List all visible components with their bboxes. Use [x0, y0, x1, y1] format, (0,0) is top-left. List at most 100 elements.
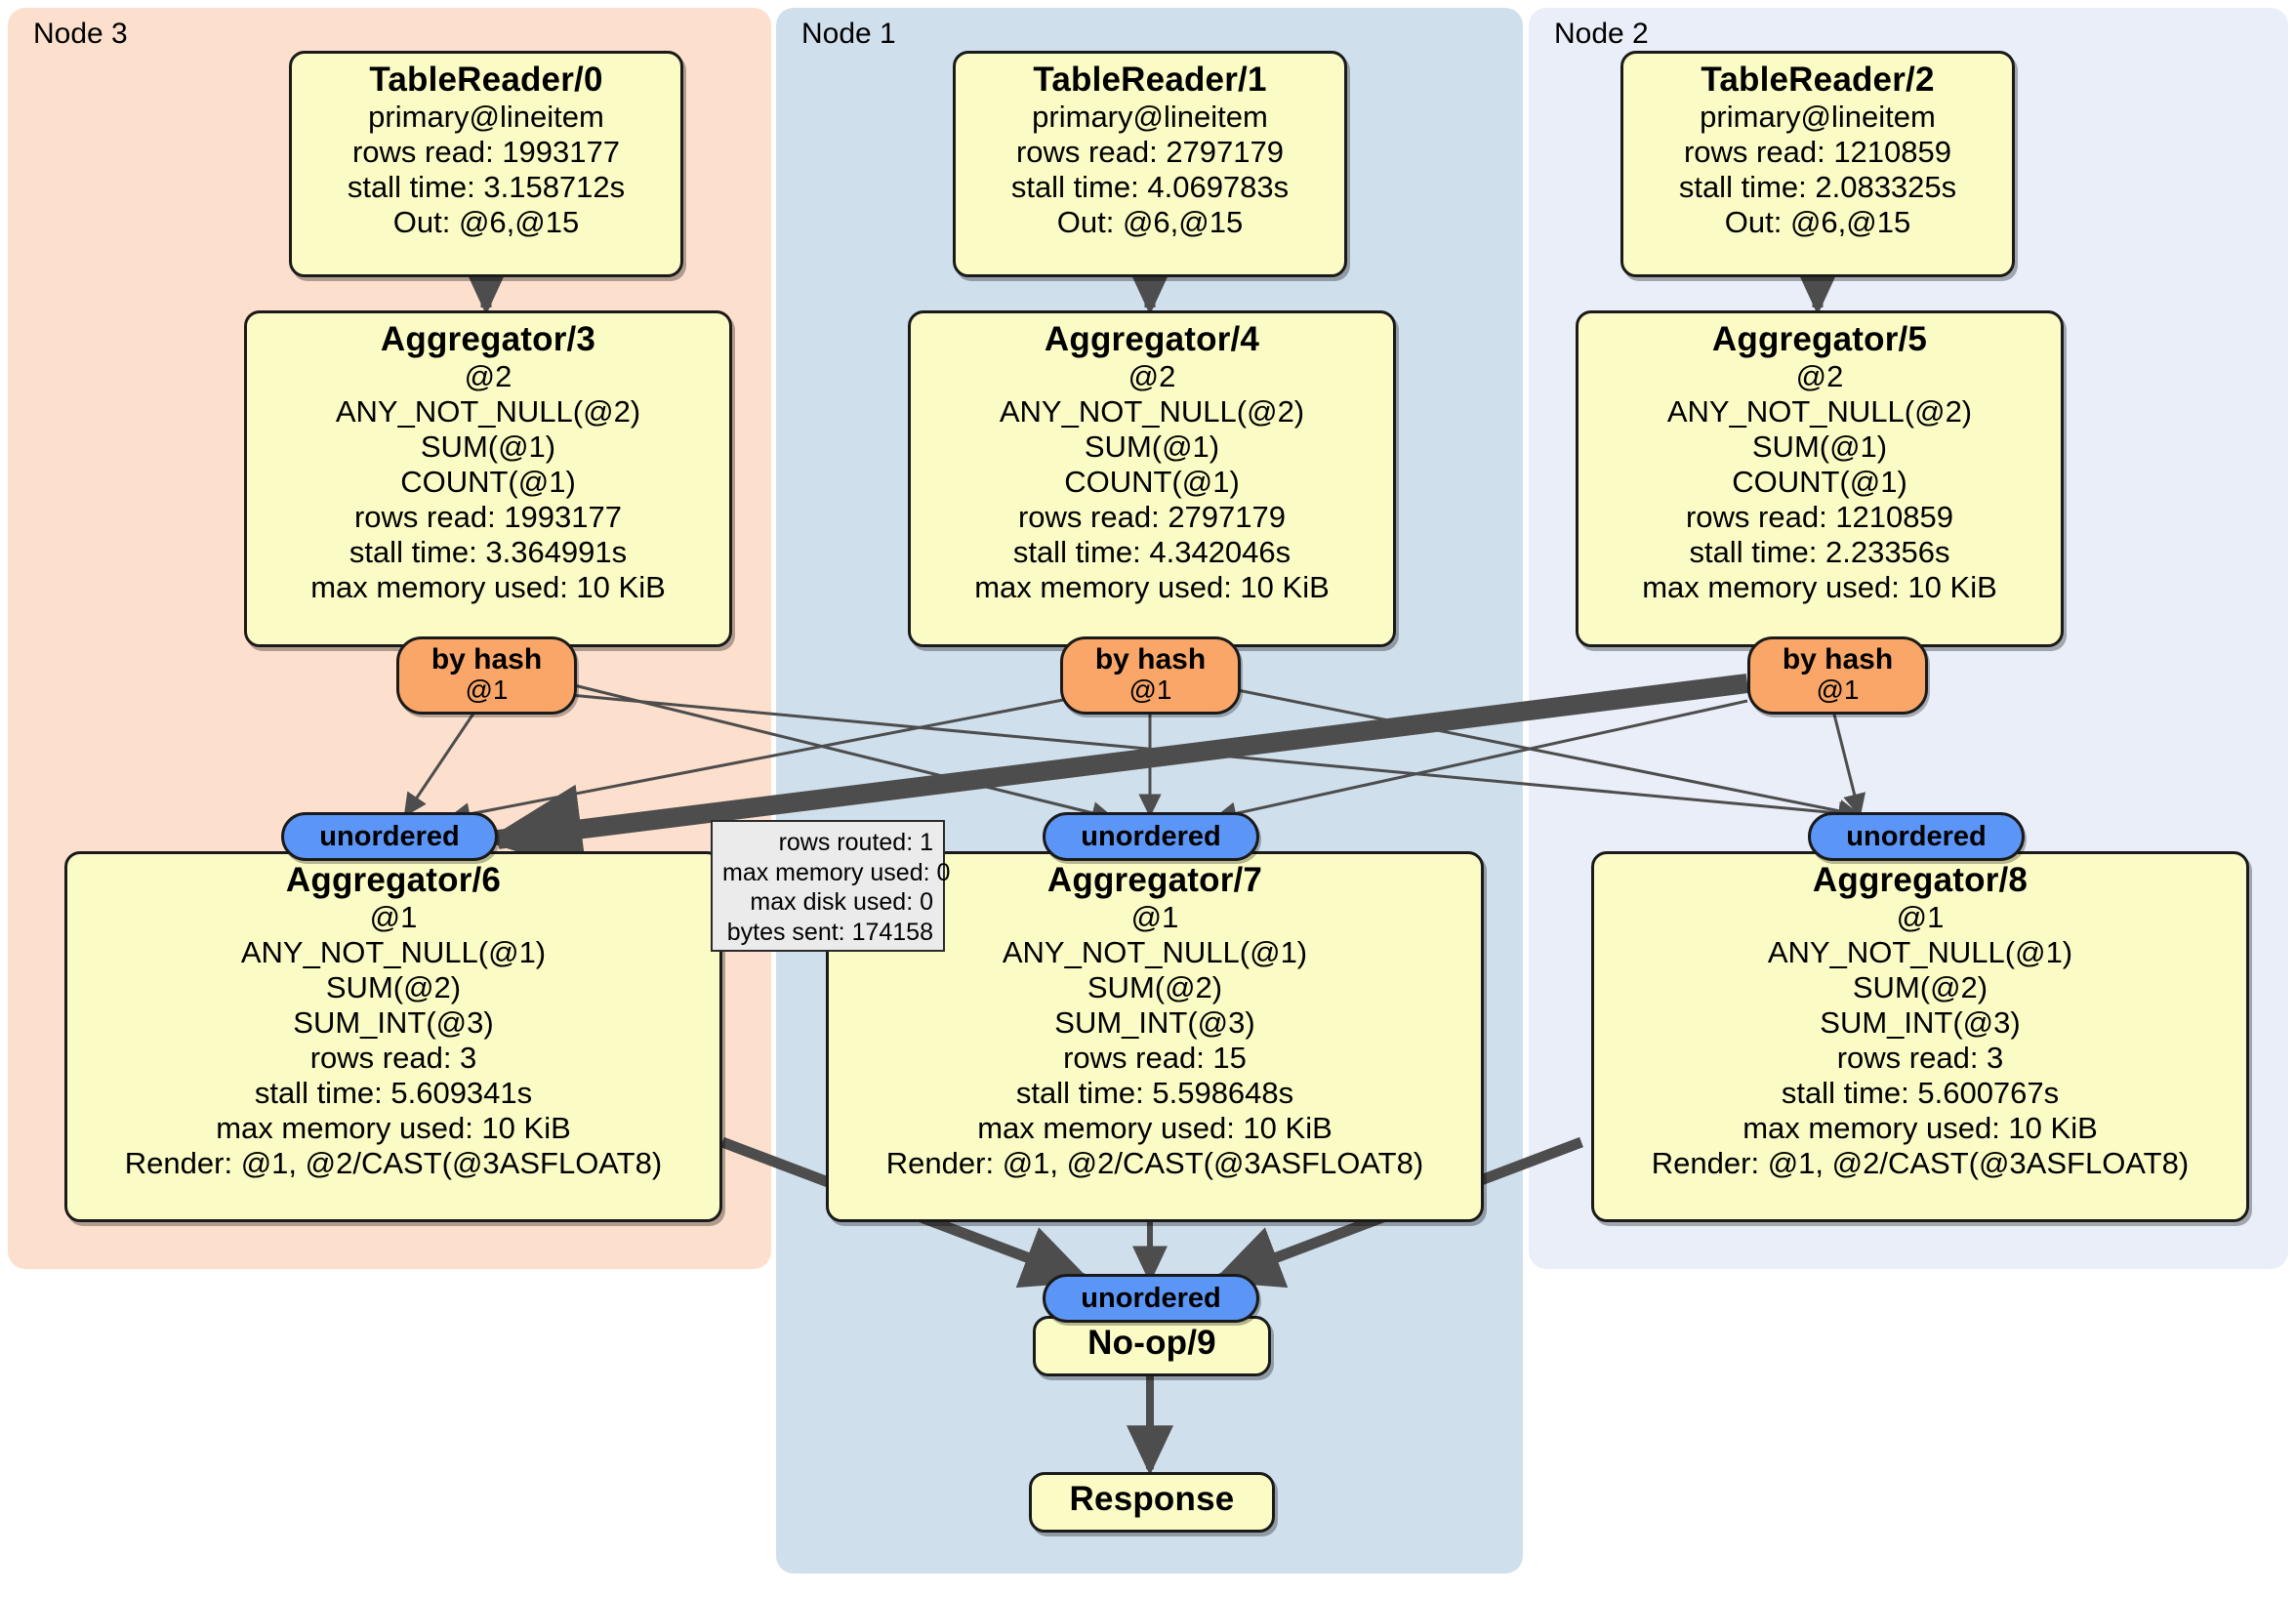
node-detail-line: COUNT(@1) — [1064, 465, 1240, 500]
node-detail-line: ANY_NOT_NULL(@1) — [240, 935, 547, 970]
node-detail-line: rows read: 1993177 — [353, 500, 623, 535]
node-detail-line: rows read: 2797179 — [1017, 500, 1287, 535]
node-detail-line: ANY_NOT_NULL(@1) — [1767, 935, 2073, 970]
node-title: Response — [1069, 1480, 1235, 1518]
node-detail-line: max memory used: 10 KiB — [977, 1111, 1332, 1146]
node-title: TableReader/2 — [1701, 61, 1935, 99]
node-aggregator-5[interactable]: Aggregator/5 @2 ANY_NOT_NULL(@2) SUM(@1)… — [1576, 310, 2064, 647]
node-detail-line: ANY_NOT_NULL(@2) — [1666, 394, 1973, 430]
node-detail-line: SUM(@2) — [1852, 970, 1988, 1005]
node-detail-line: SUM(@2) — [325, 970, 462, 1005]
node-tablereader-0[interactable]: TableReader/0 primary@lineitem rows read… — [289, 51, 683, 277]
node-detail-line: ANY_NOT_NULL(@2) — [335, 394, 641, 430]
node-detail-line: stall time: 5.598648s — [1015, 1076, 1294, 1111]
sync-unordered-node-1[interactable]: unordered — [1043, 812, 1259, 861]
node-aggregator-6[interactable]: Aggregator/6 @1 ANY_NOT_NULL(@1) SUM(@2)… — [64, 851, 722, 1222]
tooltip-line: max disk used: 0 — [750, 888, 933, 916]
node-detail-line: primary@lineitem — [1700, 100, 1936, 135]
tooltip-line: max memory used: 0 — [722, 858, 951, 886]
router-by-hash-node-2[interactable]: by hash @1 — [1747, 636, 1928, 715]
node-detail-line: stall time: 5.609341s — [254, 1076, 533, 1111]
node-title: Aggregator/7 — [1046, 861, 1263, 899]
node-detail-line: stall time: 5.600767s — [1781, 1076, 2060, 1111]
node-detail-line: ANY_NOT_NULL(@2) — [999, 394, 1305, 430]
node-detail-line: rows read: 15 — [1063, 1041, 1247, 1076]
node-title: No-op/9 — [1087, 1324, 1216, 1362]
node-title: TableReader/0 — [369, 61, 603, 99]
node-detail-line: COUNT(@1) — [1732, 465, 1907, 500]
sync-unordered-node-2[interactable]: unordered — [1808, 812, 2025, 861]
node-tablereader-1[interactable]: TableReader/1 primary@lineitem rows read… — [953, 51, 1347, 277]
sync-unordered-node-3[interactable]: unordered — [281, 812, 498, 861]
node-no-op-9[interactable]: No-op/9 — [1033, 1316, 1271, 1376]
node-detail-line: @1 — [369, 900, 418, 935]
node-detail-line: rows read: 3 — [309, 1041, 477, 1076]
node-detail-line: stall time: 4.069783s — [1010, 170, 1290, 205]
cluster-label-node-3: Node 3 — [33, 18, 128, 50]
node-detail-line: Out: @6,@15 — [1056, 205, 1244, 240]
node-detail-line: Out: @6,@15 — [392, 205, 580, 240]
node-detail-line: stall time: 4.342046s — [1012, 535, 1292, 570]
node-detail-line: stall time: 2.083325s — [1678, 170, 1957, 205]
node-title: Aggregator/6 — [285, 861, 502, 899]
tooltip-line: rows routed: 1 — [778, 829, 933, 856]
node-aggregator-4[interactable]: Aggregator/4 @2 ANY_NOT_NULL(@2) SUM(@1)… — [908, 310, 1396, 647]
node-response[interactable]: Response — [1029, 1472, 1275, 1533]
node-detail-line: stall time: 2.23356s — [1689, 535, 1950, 570]
node-detail-line: rows read: 1210859 — [1685, 500, 1954, 535]
node-detail-line: SUM(@2) — [1086, 970, 1223, 1005]
router-subtitle: @1 — [465, 675, 509, 705]
node-detail-line: @2 — [1128, 359, 1176, 394]
router-title: by hash — [1782, 643, 1894, 676]
node-tablereader-2[interactable]: TableReader/2 primary@lineitem rows read… — [1620, 51, 2015, 277]
node-detail-line: Render: @1, @2/CAST(@3ASFLOAT8) — [885, 1145, 1424, 1180]
node-detail-line: rows read: 1210859 — [1683, 135, 1952, 170]
node-detail-line: SUM(@1) — [1084, 430, 1220, 465]
node-title: TableReader/1 — [1033, 61, 1267, 99]
node-detail-line: rows read: 1993177 — [351, 135, 621, 170]
edge-stats-tooltip: rows routed: 1 max memory used: 0 max di… — [711, 820, 951, 952]
node-detail-line: Out: @6,@15 — [1724, 205, 1911, 240]
node-detail-line: max memory used: 10 KiB — [974, 570, 1330, 605]
node-detail-line: max memory used: 10 KiB — [216, 1111, 571, 1146]
node-detail-line: stall time: 3.158712s — [347, 170, 626, 205]
sync-unordered-final[interactable]: unordered — [1043, 1274, 1259, 1323]
node-title: Aggregator/5 — [1711, 320, 1928, 358]
node-detail-line: max memory used: 10 KiB — [1742, 1111, 2098, 1146]
router-subtitle: @1 — [1128, 675, 1172, 705]
router-title: by hash — [1094, 643, 1207, 676]
node-detail-line: SUM_INT(@3) — [293, 1005, 494, 1041]
node-detail-line: rows read: 2797179 — [1015, 135, 1285, 170]
node-detail-line: Render: @1, @2/CAST(@3ASFLOAT8) — [124, 1145, 663, 1180]
tooltip-line: bytes sent: 174158 — [726, 918, 933, 946]
router-by-hash-node-3[interactable]: by hash @1 — [396, 636, 577, 715]
router-by-hash-node-1[interactable]: by hash @1 — [1060, 636, 1241, 715]
node-aggregator-7[interactable]: Aggregator/7 @1 ANY_NOT_NULL(@1) SUM(@2)… — [826, 851, 1484, 1222]
node-detail-line: COUNT(@1) — [400, 465, 576, 500]
router-subtitle: @1 — [1816, 675, 1860, 705]
node-detail-line: stall time: 3.364991s — [348, 535, 628, 570]
node-detail-line: Render: @1, @2/CAST(@3ASFLOAT8) — [1651, 1145, 2190, 1180]
node-detail-line: rows read: 3 — [1836, 1041, 2004, 1076]
node-title: Aggregator/8 — [1812, 861, 2029, 899]
node-detail-line: primary@lineitem — [368, 100, 604, 135]
node-detail-line: SUM_INT(@3) — [1820, 1005, 2021, 1041]
node-detail-line: @2 — [1795, 359, 1844, 394]
node-title: Aggregator/3 — [380, 320, 596, 358]
node-aggregator-8[interactable]: Aggregator/8 @1 ANY_NOT_NULL(@1) SUM(@2)… — [1591, 851, 2249, 1222]
cluster-label-node-1: Node 1 — [801, 18, 896, 50]
node-detail-line: max memory used: 10 KiB — [1642, 570, 1997, 605]
node-detail-line: @1 — [1130, 900, 1179, 935]
node-detail-line: ANY_NOT_NULL(@1) — [1002, 935, 1308, 970]
node-detail-line: max memory used: 10 KiB — [310, 570, 666, 605]
node-detail-line: SUM(@1) — [1751, 430, 1888, 465]
router-title: by hash — [430, 643, 543, 676]
node-detail-line: primary@lineitem — [1032, 100, 1268, 135]
node-detail-line: @1 — [1896, 900, 1945, 935]
node-title: Aggregator/4 — [1044, 320, 1260, 358]
node-detail-line: SUM_INT(@3) — [1054, 1005, 1255, 1041]
node-detail-line: SUM(@1) — [420, 430, 556, 465]
node-aggregator-3[interactable]: Aggregator/3 @2 ANY_NOT_NULL(@2) SUM(@1)… — [244, 310, 732, 647]
cluster-label-node-2: Node 2 — [1554, 18, 1649, 50]
